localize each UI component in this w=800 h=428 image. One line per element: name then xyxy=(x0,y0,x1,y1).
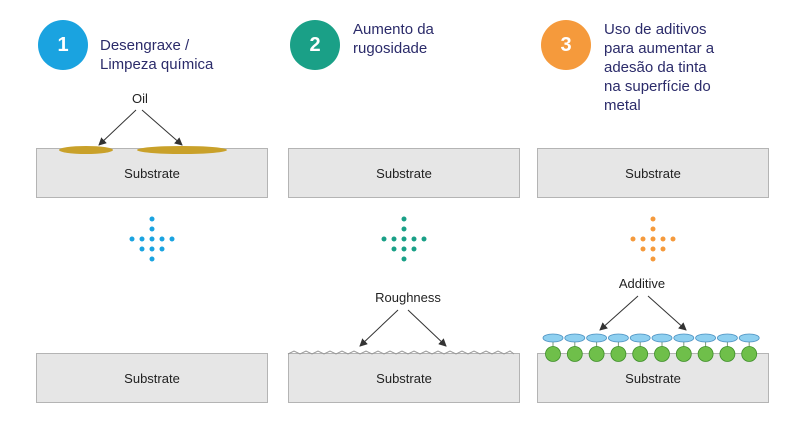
additive-head xyxy=(608,333,629,343)
oil-arrow-right xyxy=(141,109,183,146)
substrate-top-2: Substrate xyxy=(288,148,520,198)
additive-label: Additive xyxy=(618,276,666,291)
additive-anchor xyxy=(632,346,649,362)
step-3-title: Uso de aditivos para aumentar a adesão d… xyxy=(604,21,715,114)
substrate-top-3: Substrate xyxy=(537,148,769,198)
additive-anchor xyxy=(697,346,714,362)
oil-blob-left xyxy=(59,146,113,154)
substrate-bottom-2: Substrate xyxy=(288,353,520,403)
oil-label: Oil xyxy=(132,91,148,106)
additive-anchor xyxy=(588,346,605,362)
roughness-arrow-left xyxy=(359,309,399,347)
roughness-arrow-right xyxy=(407,309,447,347)
additive-molecules xyxy=(542,333,760,362)
step-2-circle: 2 xyxy=(290,20,340,70)
roughness-surface xyxy=(287,350,515,355)
dot-arrow-3 xyxy=(630,216,676,262)
dot-arrow-1 xyxy=(129,216,175,262)
additive-anchor xyxy=(741,346,758,362)
dot-arrow-2 xyxy=(381,216,427,262)
additive-arrow-right xyxy=(647,295,687,331)
step-2-title: Aumento da rugosidade xyxy=(353,21,434,57)
additive-head xyxy=(542,333,564,343)
additive-anchor xyxy=(675,346,692,362)
additive-head xyxy=(695,333,716,343)
step-1-title: Desengraxe / Limpeza química xyxy=(100,37,214,73)
additive-anchor xyxy=(654,346,670,362)
additive-head xyxy=(651,333,673,343)
substrate-top-1: Substrate xyxy=(36,148,268,198)
oil-arrow-left xyxy=(98,109,137,146)
additive-head xyxy=(673,333,695,343)
additive-head xyxy=(717,333,738,343)
substrate-bottom-1: Substrate xyxy=(36,353,268,403)
additive-head xyxy=(586,333,607,343)
additive-head xyxy=(564,333,586,343)
additive-head xyxy=(629,333,651,343)
additive-anchor xyxy=(566,346,583,362)
oil-blob-right xyxy=(137,146,227,154)
additive-anchor xyxy=(610,346,627,362)
roughness-label: Roughness xyxy=(375,290,441,305)
additive-anchor xyxy=(545,346,561,362)
step-1-circle: 1 xyxy=(38,20,88,70)
step-3-circle: 3 xyxy=(541,20,591,70)
additive-arrow-left xyxy=(599,295,639,331)
additive-head xyxy=(738,333,760,343)
additive-anchor xyxy=(719,346,736,362)
